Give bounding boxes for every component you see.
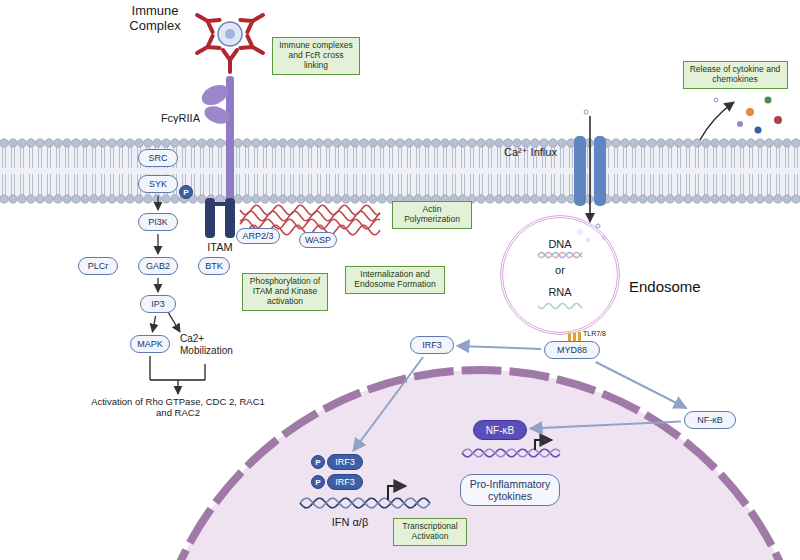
output-box: Pro-Inflammatory cytokines — [460, 474, 560, 506]
protein-box: ARP2/3 — [236, 228, 279, 244]
protein-box: MAPK — [130, 335, 170, 353]
node-text: Immune complexes and FcR cross linking — [277, 41, 355, 70]
label-text: Activation of Rho GTPase, CDC 2, RAC1 an… — [88, 397, 268, 419]
phosphate-circle: P — [311, 455, 325, 469]
protein-box: IRF3 — [327, 474, 363, 490]
immune-complex — [194, 9, 267, 72]
endosome-circle: DNAorRNAEndosome — [500, 215, 620, 335]
protein-box: IRF3 — [410, 336, 454, 354]
node-text: Pro-Inflammatory cytokines — [466, 478, 554, 502]
node-text: GAB2 — [146, 261, 170, 271]
lipid-bilayer — [0, 139, 800, 203]
phosphate-circle: P — [311, 475, 325, 489]
protein-box: BTK — [198, 257, 230, 275]
node-text: PI3K — [148, 217, 168, 227]
node-text: IRF3 — [422, 340, 442, 350]
protein-box: NF-κB — [684, 411, 736, 429]
signal-arrow — [353, 357, 423, 451]
note-box: Phosphorylation of ITAM and Kinase activ… — [242, 273, 328, 310]
note-box: Transcriptional Activation — [393, 518, 467, 546]
node-text: WASP — [305, 235, 331, 245]
node-text: MYD88 — [557, 345, 587, 355]
label-text: ITAM — [195, 241, 245, 254]
node-text: SYK — [149, 179, 167, 189]
label-text: TLR7/8 — [583, 330, 623, 338]
protein-box: SRC — [138, 149, 178, 167]
node-text: RNA — [503, 286, 617, 298]
node-text: IP3 — [151, 299, 165, 309]
node-text: P — [183, 188, 188, 197]
node-text: BTK — [205, 261, 223, 271]
node-text: NF-κB — [697, 415, 723, 425]
protein-box: SYK — [138, 175, 178, 193]
signal-arrow — [152, 316, 155, 332]
node-text: NF-κB — [486, 425, 514, 436]
note-box: Internalization and Endosome Formation — [345, 266, 445, 294]
node-text: Release of cytokine and chemokines — [688, 65, 783, 85]
node-text: DNA — [503, 238, 617, 250]
protein-box: MYD88 — [544, 341, 600, 359]
signal-arrow — [157, 278, 158, 292]
protein-box: GAB2 — [138, 257, 178, 275]
label-text: FcγRIIA — [140, 112, 200, 125]
label-text: Ca²⁺ Influx — [504, 146, 568, 159]
node-text: P — [315, 458, 320, 467]
node-text: IRF3 — [335, 457, 355, 467]
protein-box: IRF3 — [327, 454, 363, 470]
fc-receptor — [199, 76, 235, 238]
node-text: IRF3 — [335, 477, 355, 487]
node-text: Internalization and Endosome Formation — [350, 270, 440, 290]
signal-arrow — [157, 234, 158, 254]
label-text: Immune Complex — [122, 4, 188, 34]
protein-box: WASP — [299, 232, 337, 248]
factor-box: NF-κB — [473, 420, 527, 440]
membrane-band — [0, 140, 800, 202]
label-text: Ca2+ Mobilization — [180, 333, 246, 356]
node-text: SRC — [148, 153, 167, 163]
node-text: Endosome — [629, 278, 701, 295]
node-text: or — [503, 264, 617, 276]
node-text: Phosphorylation of ITAM and Kinase activ… — [247, 277, 323, 306]
node-text: PLCr — [88, 261, 109, 271]
cytokine-release — [700, 97, 782, 141]
signal-arrow — [596, 362, 687, 408]
signal-arrow — [157, 196, 158, 210]
label-text: IFN α/β — [320, 516, 380, 529]
signal-arrow — [530, 421, 681, 428]
note-box: Release of cytokine and chemokines — [683, 61, 788, 89]
signal-arrow — [457, 346, 541, 349]
node-text: MAPK — [137, 339, 163, 349]
node-text: Transcriptional Activation — [398, 522, 462, 542]
protein-box: PLCr — [78, 257, 118, 275]
note-box: Actin Polymerization — [392, 201, 472, 229]
protein-box: IP3 — [140, 295, 176, 313]
node-text: ARP2/3 — [242, 231, 273, 241]
dna-helix — [300, 440, 560, 508]
protein-box: PI3K — [138, 213, 178, 231]
node-text: Actin Polymerization — [397, 205, 467, 225]
node-text: P — [315, 478, 320, 487]
phosphate-circle: P — [179, 185, 193, 199]
note-box: Immune complexes and FcR cross linking — [272, 37, 360, 74]
